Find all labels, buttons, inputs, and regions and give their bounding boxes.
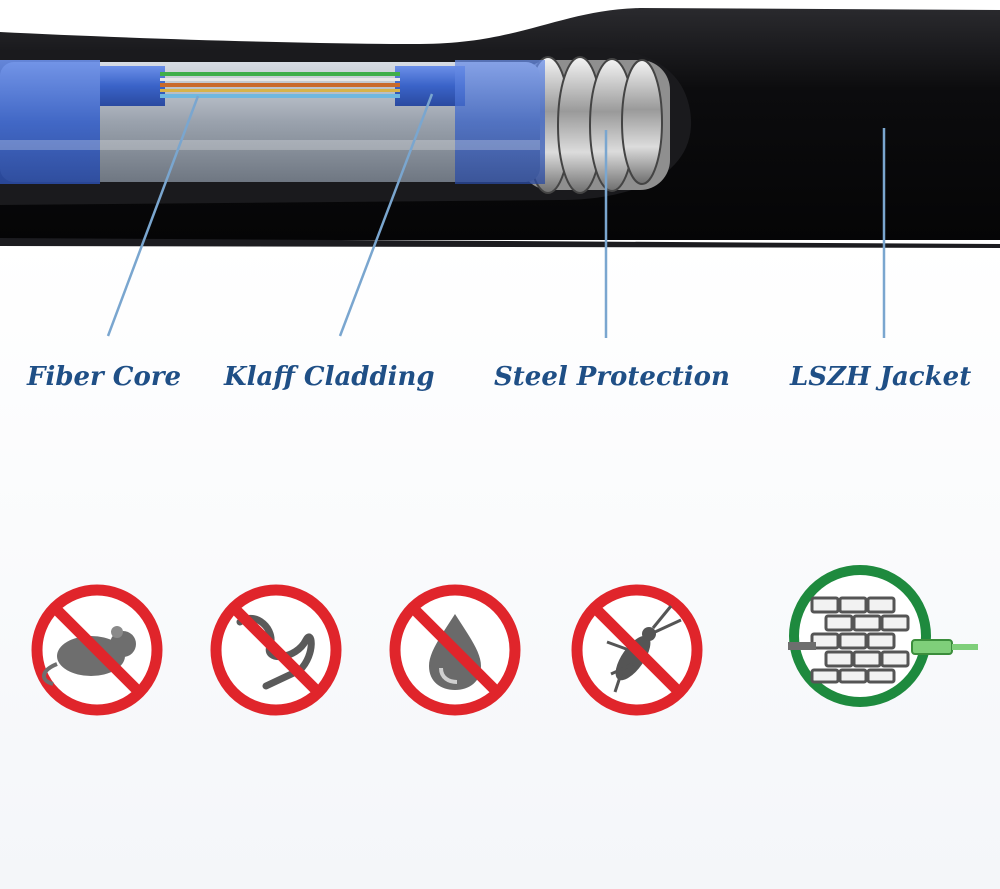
leader-cladding <box>338 93 434 337</box>
no-insect-icon <box>571 584 703 716</box>
leader-lines <box>106 93 886 338</box>
cable-cutaway <box>0 47 692 206</box>
background <box>0 240 1000 889</box>
leader-fiber-core <box>106 95 200 337</box>
through-wall-icon <box>788 565 978 707</box>
buffer-sleeve-left <box>0 60 100 184</box>
fiber-strands <box>160 72 400 98</box>
buffer-sleeve-right <box>455 60 545 184</box>
label-lszh-jacket: LSZH Jacket <box>790 362 972 392</box>
label-steel-protection: Steel Protection <box>494 362 730 392</box>
label-fiber-core: Fiber Core <box>27 362 182 392</box>
buffer-ring-left <box>100 66 165 106</box>
label-cladding: Klaff Cladding <box>224 362 435 392</box>
no-bend-icon <box>210 584 342 716</box>
no-water-icon <box>389 584 521 716</box>
no-rodent-icon <box>31 584 163 716</box>
